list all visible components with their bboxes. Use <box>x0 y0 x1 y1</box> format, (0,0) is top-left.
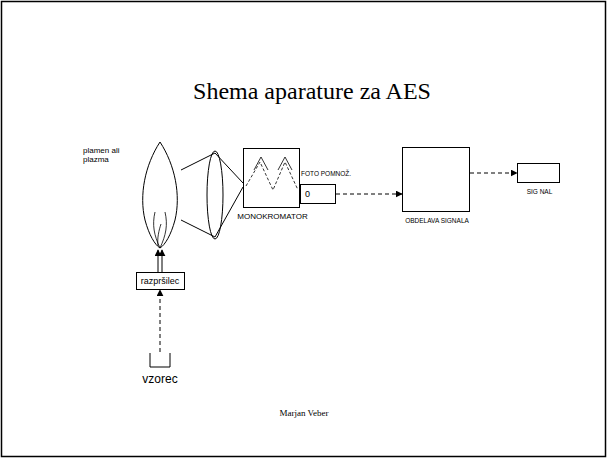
author-note: Marjan Veber <box>279 408 328 418</box>
signal-processing-box: OBDELAVA SIGNALA <box>402 147 470 212</box>
sample-flow-arrow <box>160 290 161 352</box>
part-label: plamen ali plazma <box>83 146 123 164</box>
part-label: OBDELAVA SIGNALA <box>405 217 469 224</box>
connector-line <box>181 153 243 183</box>
connector-line <box>181 187 243 237</box>
aerosol-arrow <box>158 250 162 272</box>
connector-line <box>162 250 163 272</box>
signal-arrow <box>336 194 402 195</box>
monochromator-box: MONOKROMATOR <box>243 148 300 208</box>
part-label: FOTO POMNOŽ. <box>301 170 351 177</box>
box-label: razpršilec <box>137 276 184 286</box>
connector-line <box>160 290 161 352</box>
beaker-outline <box>149 352 171 368</box>
lens <box>207 151 223 239</box>
photomultiplier-box: FOTO POMNOŽ.0 <box>300 184 336 204</box>
signal-box: SIG NAL <box>517 163 560 183</box>
part-label: MONOKROMATOR <box>237 212 307 221</box>
box-label: 0 <box>301 189 335 199</box>
sample-beaker: vzorec <box>149 352 171 368</box>
connector-line <box>470 173 517 174</box>
slide-title: Shema aparature za AES <box>193 78 431 105</box>
nebulizer-box: razpršilec <box>136 272 185 290</box>
light-ray <box>181 153 243 237</box>
flame-outline <box>139 140 181 250</box>
flame-plasma: plamen ali plazma <box>139 140 181 250</box>
signal-arrow <box>470 173 517 174</box>
connector-line <box>336 194 402 195</box>
part-label: vzorec <box>142 373 177 387</box>
connector-line <box>158 250 159 272</box>
part-label: SIG NAL <box>527 188 553 195</box>
monochromator-optics <box>246 157 298 190</box>
